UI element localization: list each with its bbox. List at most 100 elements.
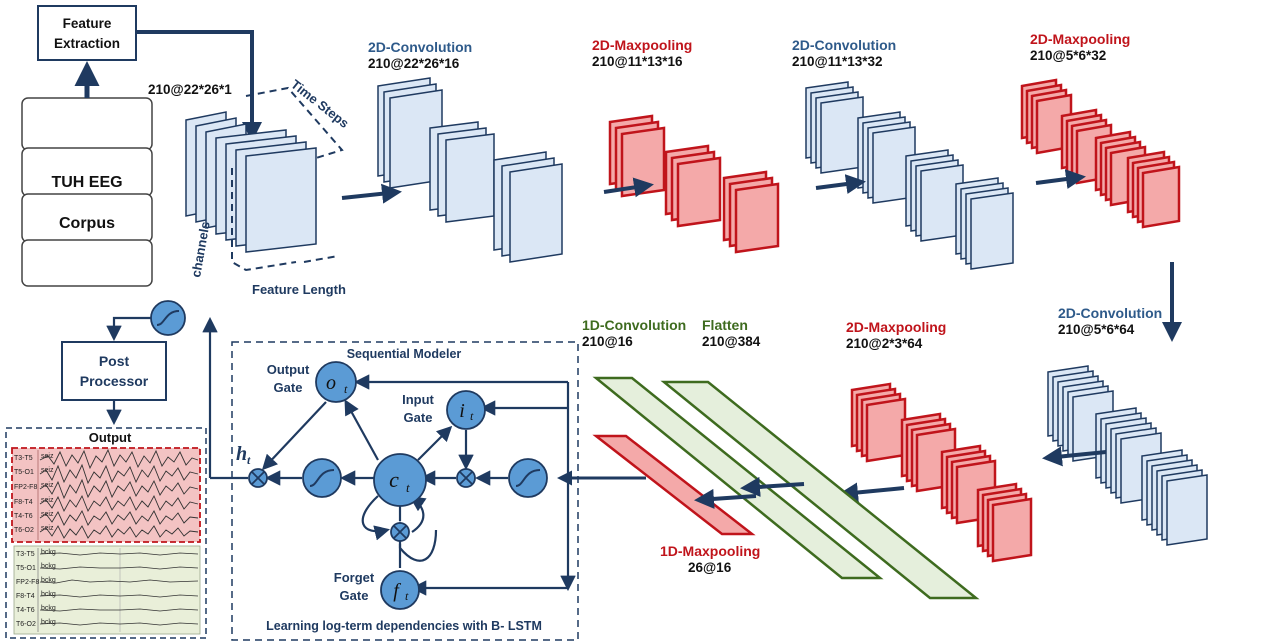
gate-i: i t [446, 390, 486, 430]
conv2d-3-maps [1047, 365, 1208, 546]
input-gate-label-2: Gate [404, 410, 433, 425]
seiz-tag-2: seiz [41, 482, 54, 489]
channels-label: channels [188, 220, 213, 278]
pool1d-dims: 26@16 [688, 560, 732, 575]
conv2d-3-dims: 210@5*6*64 [1058, 322, 1135, 337]
pool2d-2-dims: 210@5*6*32 [1030, 48, 1106, 63]
conv2d-1-maps [377, 77, 563, 263]
output-gate-label-2: Gate [274, 380, 303, 395]
svg-text:o: o [326, 372, 336, 394]
lstm-caption: Learning log-term dependencies with B- L… [266, 619, 542, 633]
svg-text:t: t [405, 589, 409, 603]
sequential-modeler-box [231, 341, 579, 641]
svg-text:h: h [236, 443, 247, 465]
post-processor-box: Post Processor [61, 341, 167, 401]
input-dashed-guides [231, 86, 344, 272]
input-feature-maps [185, 111, 317, 253]
tanh-to-post-arrow [106, 316, 151, 342]
bckg-ch-3: F8-T4 [16, 593, 35, 600]
seizure-channel-labels: T3-T5 T5-O1 FP2-F8 F8-T4 T4-T6 T6-O2 sei… [14, 453, 54, 534]
seiz-ch-5: T6-O2 [14, 527, 34, 534]
post-processor-label-1: Post [99, 353, 130, 369]
pool1-to-conv2-arrow [815, 174, 866, 194]
conv2d-1-dims: 210@22*26*16 [368, 56, 460, 71]
pool2d-3-dims: 210@2*3*64 [846, 336, 923, 351]
conv2-to-pool2-arrow [1035, 169, 1086, 189]
pool2d-3-title: 2D-Maxpooling [846, 319, 946, 335]
sequential-modeler-title: Sequential Modeler [347, 347, 462, 361]
seiz-tag-5: seiz [41, 525, 54, 532]
flatten-vector [660, 380, 980, 600]
bckg-tag-3: bckg [41, 591, 56, 598]
multiply-icon-input [456, 468, 476, 488]
conv2d-2-title: 2D-Convolution [792, 37, 896, 53]
conv3-to-pool3-arrow [1042, 446, 1107, 467]
bckg-tag-0: bckg [41, 549, 56, 556]
svg-text:t: t [247, 453, 251, 467]
multiply-icon-forget [390, 522, 410, 542]
pool3-to-flatten-arrow [838, 482, 905, 503]
db-label-1: TUH EEG [51, 174, 122, 191]
input-to-conv1-arrow [341, 183, 402, 204]
input-gate-label-1: Input [402, 392, 434, 407]
svg-text:t: t [344, 382, 348, 396]
conv2d-2-maps [805, 81, 1014, 270]
input-dims: 210@22*26*1 [148, 82, 232, 97]
seiz-ch-0: T3-T5 [14, 455, 33, 462]
forget-gate-label-2: Gate [340, 588, 369, 603]
svg-text:t: t [406, 480, 410, 495]
bckg-ch-1: T5-O1 [16, 565, 36, 572]
tuh-eeg-database: TUH EEG Corpus [21, 97, 153, 287]
svg-text:f: f [393, 580, 401, 602]
output-title: Output [89, 430, 132, 445]
cell-state-c: c t [373, 453, 427, 507]
flatten-dims: 210@384 [702, 334, 761, 349]
tanh-activation-input [508, 458, 548, 498]
seiz-ch-3: F8-T4 [14, 499, 33, 506]
pool2d-1-title: 2D-Maxpooling [592, 37, 692, 53]
bckg-tag-1: bckg [41, 563, 56, 570]
feature-extraction-box: Feature Extraction [37, 5, 137, 61]
svg-text:c: c [389, 467, 399, 492]
flatten-title: Flatten [702, 317, 748, 333]
lstm-connections [202, 316, 576, 596]
flatten-to-conv1d-arrow [740, 476, 805, 497]
multiply-icon-output [248, 468, 268, 488]
pool2d-1-dims: 210@11*13*16 [592, 54, 683, 69]
seiz-tag-0: seiz [41, 453, 54, 460]
bckg-ch-0: T3-T5 [16, 551, 35, 558]
gate-o: o t [315, 361, 357, 403]
feature-extraction-label-2: Extraction [54, 36, 120, 51]
feature-length-label: Feature Length [252, 282, 346, 297]
svg-text:t: t [470, 409, 474, 423]
pool2d-2-title: 2D-Maxpooling [1030, 31, 1130, 47]
feature-extraction-label-1: Feature [63, 16, 112, 31]
bckg-tag-5: bckg [41, 619, 56, 626]
pool2d-1-maps [608, 114, 780, 254]
output-box [5, 427, 207, 639]
bckg-ch-4: T4-T6 [16, 607, 35, 614]
conv1d-title: 1D-Convolution [582, 317, 686, 333]
forget-gate-label-1: Forget [334, 570, 375, 585]
bckg-ch-2: FP2-F8 [16, 579, 39, 586]
hidden-state-h: h t [236, 443, 251, 467]
pool1d-title: 1D-Maxpooling [660, 543, 760, 559]
svg-text:i: i [459, 400, 465, 422]
conv1d-to-pool1d-arrow [694, 488, 757, 509]
background-eeg-traces [39, 552, 199, 626]
tanh-activation-output [302, 458, 342, 498]
conv1-to-pool1-arrow [603, 177, 654, 198]
pool2d-2-maps [1020, 78, 1181, 229]
output-gate-label-1: Output [267, 362, 310, 377]
conv1d-vector [592, 376, 884, 580]
seizure-eeg-traces [39, 448, 199, 539]
gate-f: f t [380, 570, 420, 610]
seiz-ch-1: T5-O1 [14, 469, 34, 476]
pool2d-3-maps [850, 382, 1033, 563]
conv2d-3-title: 2D-Convolution [1058, 305, 1162, 321]
background-channel-labels: T3-T5 T5-O1 FP2-F8 F8-T4 T4-T6 T6-O2 bck… [16, 549, 56, 628]
feature-to-input-arrow [136, 30, 262, 142]
pool1d-vector [592, 434, 756, 536]
bckg-ch-5: T6-O2 [16, 621, 36, 628]
